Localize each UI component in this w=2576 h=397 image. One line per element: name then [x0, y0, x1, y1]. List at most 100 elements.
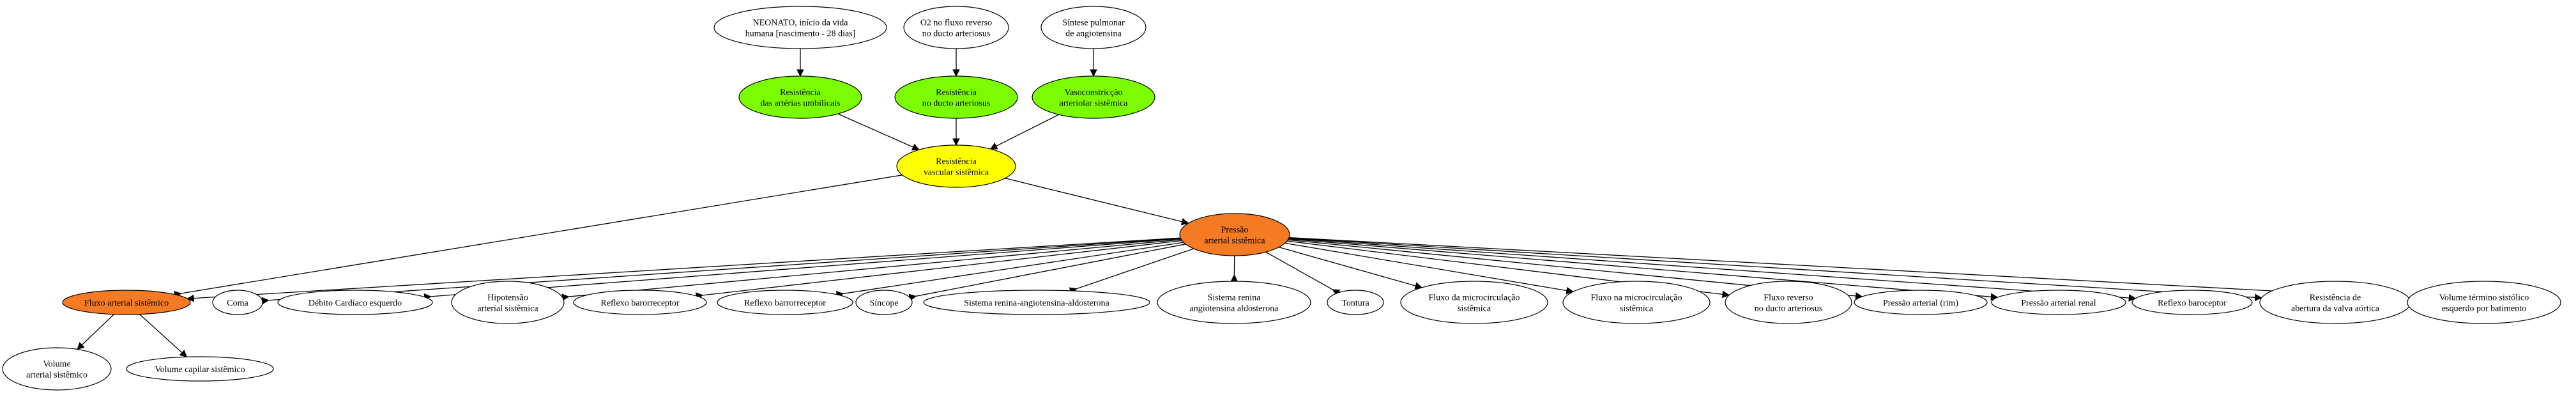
- edge-fas-to-vol-cap: [139, 314, 188, 358]
- arrowhead: [1721, 290, 1730, 299]
- node-label: das artérias umbilicais: [760, 99, 840, 109]
- node-label: no ducto arteriosus: [1755, 304, 1823, 314]
- node-sincope: Síncope: [855, 290, 913, 315]
- node-label: Pressão arterial renal: [2021, 299, 2096, 308]
- node-label: Reflexo barrorreceptor: [744, 299, 826, 308]
- node-pas: Pressão arterial sistêmica: [1179, 213, 1290, 256]
- arrowhead: [911, 143, 920, 151]
- node-label: Débito Cardíaco esquerdo: [309, 299, 402, 308]
- node-shape: [573, 290, 707, 315]
- node-label: arterial sistêmica: [477, 304, 538, 314]
- arrowhead: [1090, 69, 1097, 77]
- edge-pas-to-sraa2: [1230, 255, 1238, 282]
- edge-pas-to-res-aortica: [1288, 237, 2262, 302]
- node-label: Volume: [43, 360, 70, 370]
- node-label: Vasoconstricção: [1065, 88, 1123, 98]
- node-shape: [2, 347, 112, 391]
- node-shape: [717, 290, 853, 315]
- arrowhead: [2254, 293, 2262, 302]
- node-baro2: Reflexo barrorreceptor: [717, 290, 853, 315]
- edge-vaso-to-rvs: [989, 114, 1060, 150]
- node-label: Fluxo da microcirculação: [1428, 293, 1520, 303]
- node-label: Pressão: [1221, 226, 1249, 235]
- node-label: no ducto arteriosus: [922, 99, 991, 109]
- edge-pas-to-sraa1: [1069, 248, 1194, 295]
- node-label: humana [nascimento - 28 dias]: [745, 29, 856, 39]
- node-sraa1: Sistema renina-angiotensina-aldosterona: [923, 290, 1150, 315]
- node-label: Tontura: [1341, 299, 1369, 308]
- node-shape: [1400, 281, 1548, 324]
- node-label: Sistema renina-angiotensina-aldosterona: [964, 299, 1109, 308]
- node-shape: [713, 6, 887, 49]
- node-label: Fluxo na microcirculação: [1590, 293, 1682, 303]
- inverse-arrowhead: [1230, 274, 1238, 282]
- node-label: de angiotensina: [1065, 29, 1122, 39]
- node-label: sistêmica: [1458, 304, 1491, 314]
- node-coma: Coma: [212, 290, 263, 315]
- node-label: arterial sistêmica: [1204, 237, 1265, 246]
- node-label: Reflexo baroceptor: [2158, 299, 2227, 308]
- arrowhead: [2128, 294, 2137, 302]
- node-shape: [903, 6, 1009, 49]
- node-shape: [1032, 75, 1155, 119]
- edge-o2-to-res-ducto: [952, 49, 960, 77]
- node-label: Coma: [227, 299, 248, 308]
- edge-res-umb-to-rvs: [837, 113, 920, 151]
- node-debito: Débito Cardíaco esquerdo: [277, 290, 433, 315]
- node-label: Reflexo barorreceptor: [600, 299, 680, 308]
- node-label: arteriolar sistêmica: [1060, 99, 1129, 109]
- node-tontura: Tontura: [1327, 290, 1384, 315]
- node-vol-cap: Volume capilar sistêmico: [126, 356, 274, 382]
- arrowhead: [952, 138, 960, 146]
- node-shape: [855, 290, 913, 315]
- node-label: Resistência: [780, 88, 821, 98]
- node-shape: [1157, 281, 1311, 324]
- node-label: angiotensina aldosterona: [1190, 304, 1279, 314]
- node-shape: [923, 290, 1150, 315]
- node-shape: [894, 75, 1018, 119]
- node-p-renal: Pressão arterial renal: [1991, 290, 2126, 315]
- edge-res-ducto-to-rvs: [952, 118, 960, 146]
- inverse-arrowhead: [261, 297, 270, 305]
- node-shape: [1991, 290, 2126, 315]
- node-label: abertura da valva aórtica: [2291, 304, 2380, 314]
- edge-pas-to-fas: [187, 237, 1181, 302]
- arrowhead: [187, 294, 195, 302]
- node-shape: [1327, 290, 1384, 315]
- node-shape: [1854, 290, 1988, 315]
- node-label: O2 no fluxo reverso: [920, 19, 992, 28]
- node-shape: [451, 281, 565, 324]
- node-label: NEONATO, início da vida: [752, 19, 848, 28]
- node-shape: [126, 356, 274, 382]
- edge-rvs-to-fas: [174, 175, 903, 299]
- edge-neonato-to-res-umb: [796, 49, 804, 77]
- node-label: Volume capilar sistêmico: [155, 365, 245, 375]
- node-shape: [1562, 281, 1711, 324]
- node-shape: [896, 144, 1016, 188]
- node-shape: [1725, 281, 1852, 324]
- arrowhead: [796, 69, 804, 77]
- node-shape: [212, 290, 263, 315]
- node-baro1: Reflexo barorreceptor: [573, 290, 707, 315]
- edge-pas-to-baro3: [1288, 238, 2137, 302]
- node-label: arterial sistêmico: [26, 371, 88, 380]
- node-shape: [738, 75, 862, 119]
- node-label: vascular sistêmica: [924, 168, 989, 178]
- node-label: Pressão arterial (rim): [1883, 299, 1959, 308]
- node-label: Fluxo arterial sistêmico: [84, 299, 169, 308]
- node-shape: [1040, 6, 1147, 49]
- arrowhead: [1414, 282, 1423, 290]
- node-label: Síncope: [869, 299, 898, 308]
- node-label: Resistência: [936, 157, 977, 167]
